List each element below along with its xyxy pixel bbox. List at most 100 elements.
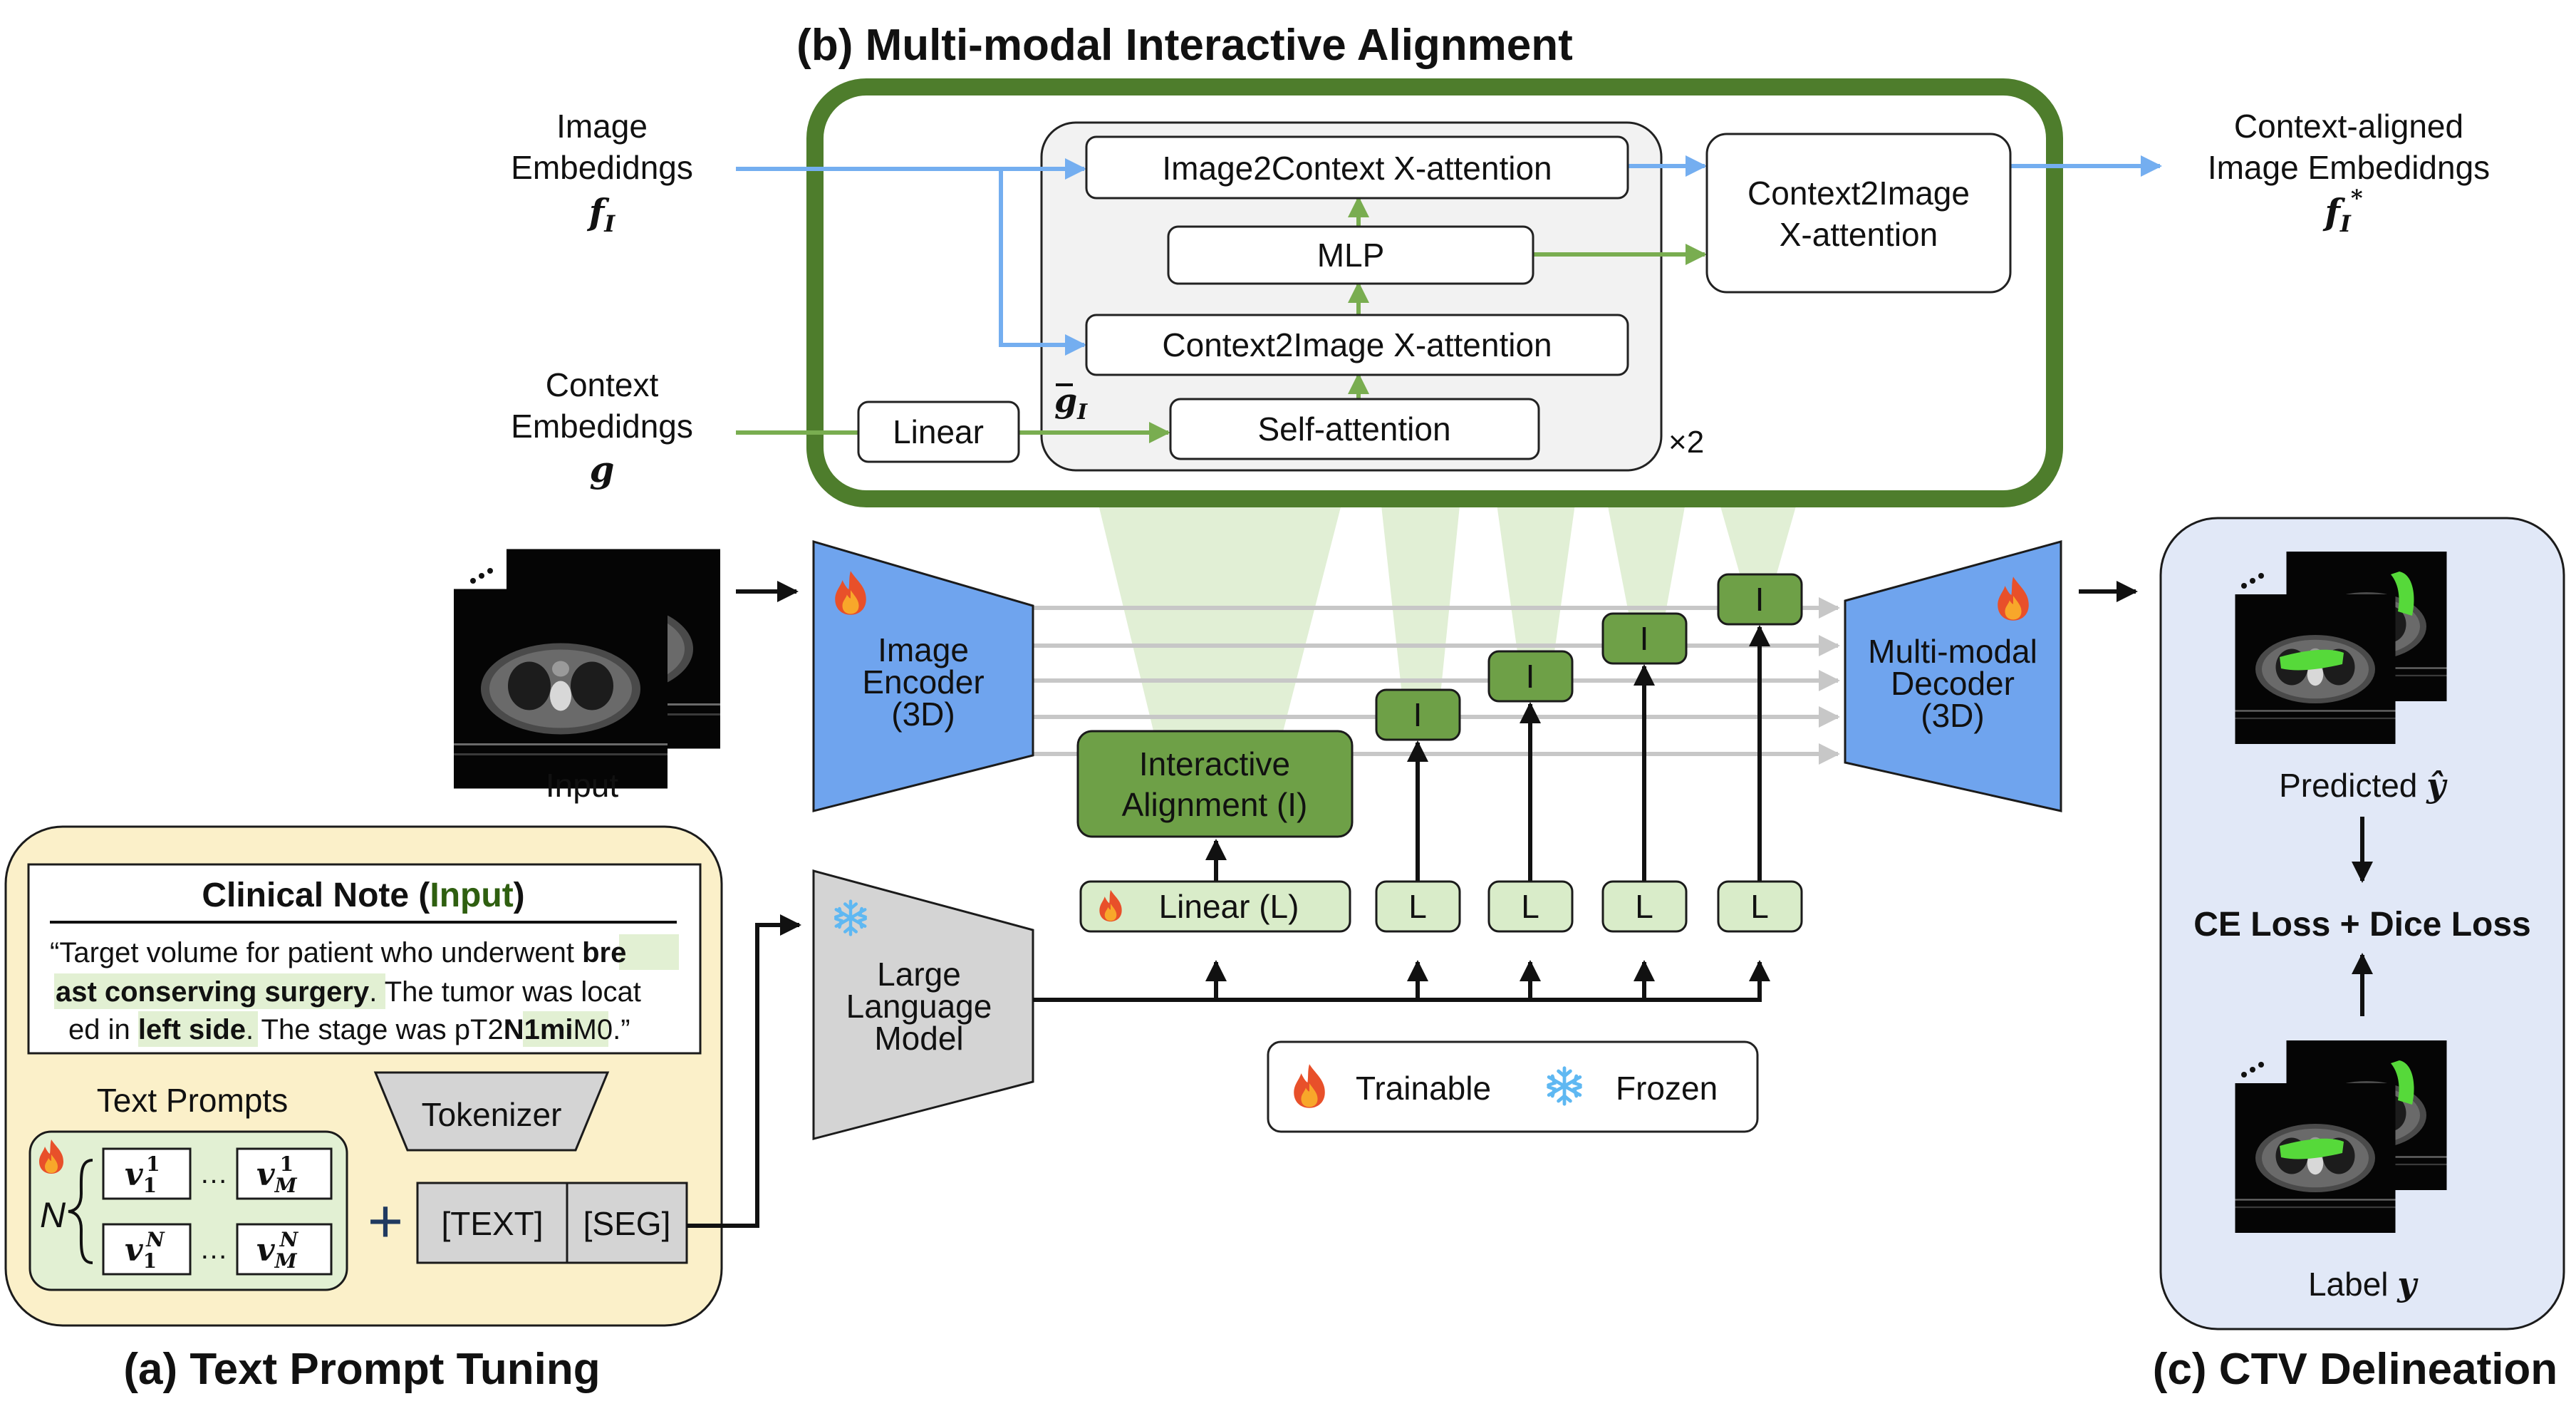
svg-text:Embedidngs: Embedidngs	[511, 149, 693, 186]
svg-text:Embedidngs: Embedidngs	[511, 408, 693, 445]
clinical-note-line-3: ed in left side. The stage was pT2N1miM0…	[68, 1014, 630, 1045]
image-encoder: Image Encoder (3D)	[812, 539, 1034, 812]
title-a: (a) Text Prompt Tuning	[123, 1345, 600, 1394]
title-c: (c) CTV Delineation	[2153, 1345, 2557, 1394]
svg-text:Linear (L): Linear (L)	[1159, 888, 1299, 925]
llm-to-alignment-connectors	[1033, 625, 1770, 1002]
svg-text:Model: Model	[874, 1020, 963, 1057]
prompt-token-v1-1: v11	[102, 1147, 192, 1200]
svg-text:I: I	[1755, 581, 1765, 618]
svg-text:Context-aligned: Context-aligned	[2234, 108, 2463, 145]
svg-text:L: L	[1408, 888, 1427, 925]
clinical-note-line-2: ast conserving surgery. The tumor was lo…	[56, 976, 641, 1008]
prompt-token-vn-1: v1N	[102, 1223, 192, 1276]
label-ct-slices	[2234, 1040, 2448, 1233]
clinical-note-title: Clinical Note (Input)	[202, 877, 524, 914]
svg-text:[SEG]: [SEG]	[583, 1205, 671, 1242]
g-bar-label: gI	[1054, 381, 1088, 425]
svg-text:Context2Image: Context2Image	[1747, 175, 1970, 212]
svg-text:Image2Context X-attention: Image2Context X-attention	[1162, 150, 1552, 187]
svg-text:L: L	[1521, 888, 1539, 925]
svg-text:[TEXT]: [TEXT]	[441, 1205, 543, 1242]
svg-text:Frozen: Frozen	[1616, 1070, 1718, 1107]
image-embeddings-label: Image Embedidngs fI	[511, 108, 693, 237]
repeat-label: ×2	[1668, 425, 1704, 460]
l-box: L	[1487, 880, 1574, 933]
mlp-box: MLP	[1167, 225, 1534, 285]
svg-text:I: I	[1640, 620, 1649, 657]
predicted-ct-slices	[2234, 552, 2448, 744]
svg-text:Language: Language	[846, 988, 992, 1025]
clinical-note-line-1: “Target volume for patient who underwent…	[50, 937, 626, 968]
input-ct-slices	[454, 547, 720, 790]
multimodal-decoder: Multi-modal Decoder (3D)	[1844, 540, 2062, 812]
i-box: I	[1375, 688, 1461, 741]
svg-text:(3D): (3D)	[891, 696, 955, 733]
loss-label: CE Loss + Dice Loss	[2193, 906, 2531, 944]
svg-text:Alignment (I): Alignment (I)	[1122, 786, 1308, 823]
tokenizer-block: Tokenizer	[373, 1071, 610, 1152]
ellipsis: …	[199, 1234, 228, 1265]
svg-text:MLP: MLP	[1317, 237, 1385, 274]
context2image-outer-box: Context2Image X-attention	[1705, 133, 2012, 294]
i-box: I	[1601, 612, 1688, 665]
context2image-inner-box: Context2Image X-attention	[1085, 314, 1629, 376]
aligned-embeddings-label: Context-aligned Image Embedidngs fI*	[2208, 108, 2490, 237]
image2context-box: Image2Context X-attention	[1085, 135, 1629, 200]
l-box: L	[1601, 880, 1688, 933]
svg-text:Context: Context	[546, 366, 659, 403]
ellipsis: …	[199, 1158, 228, 1189]
text-prompts-label: Text Prompts	[97, 1082, 288, 1119]
i-box: I	[1487, 650, 1574, 703]
svg-text:Decoder: Decoder	[1891, 665, 2015, 702]
label-label: Label y	[2308, 1265, 2419, 1303]
svg-text:Image: Image	[556, 108, 648, 145]
svg-text:Image: Image	[878, 631, 969, 668]
interactive-alignment-box: Interactive Alignment (I)	[1076, 730, 1354, 838]
predicted-label: Predicted ŷ	[2279, 766, 2448, 805]
svg-text:Tokenizer: Tokenizer	[422, 1096, 562, 1133]
title-b: (b) Multi-modal Interactive Alignment	[796, 21, 1573, 70]
linear-l-box: Linear (L)	[1079, 880, 1351, 933]
svg-text:Large: Large	[877, 956, 961, 993]
input-label: Input	[546, 767, 619, 804]
svg-text:(3D): (3D)	[1921, 697, 1984, 734]
l-box: L	[1375, 880, 1461, 933]
svg-text:Multi-modal: Multi-modal	[1868, 633, 2037, 670]
legend: Trainable Frozen	[1267, 1040, 1759, 1133]
svg-text:L: L	[1635, 888, 1653, 925]
image-embedding-arrows	[736, 155, 2162, 356]
i-box: I	[1717, 573, 1803, 626]
context-embeddings-label: Context Embedidngs g	[511, 366, 693, 490]
l-box: L	[1717, 880, 1803, 933]
svg-text:v11: v11	[125, 1152, 160, 1197]
tokens-to-llm-arrow	[687, 914, 801, 1228]
svg-text:I: I	[1413, 696, 1423, 733]
svg-text:Self-attention: Self-attention	[1257, 410, 1450, 448]
plus-sign: +	[368, 1187, 403, 1256]
svg-text:Trainable: Trainable	[1356, 1070, 1491, 1107]
svg-text:g: g	[590, 448, 615, 490]
svg-text:I: I	[1526, 658, 1535, 695]
svg-text:L: L	[1750, 888, 1769, 925]
svg-text:Encoder: Encoder	[862, 663, 984, 701]
svg-text:vMN: vMN	[256, 1228, 299, 1273]
svg-text:fI: fI	[587, 191, 616, 237]
svg-text:X-attention: X-attention	[1780, 216, 1938, 253]
clinical-note-highlights	[54, 934, 679, 1047]
svg-text:Context2Image X-attention: Context2Image X-attention	[1162, 326, 1552, 363]
svg-text:Image Embedidngs: Image Embedidngs	[2208, 149, 2490, 186]
svg-text:fI*: fI*	[2322, 185, 2362, 237]
large-language-model: Large Language Model	[812, 869, 1034, 1140]
svg-text:v1N: v1N	[125, 1228, 165, 1273]
text-seg-tokens: [TEXT] [SEG]	[416, 1182, 688, 1264]
prompt-token-vn-m: vMN	[236, 1223, 333, 1276]
n-label: N	[40, 1195, 66, 1235]
n-brace	[68, 1159, 93, 1264]
prompt-token-v1-m: vM1	[236, 1147, 333, 1200]
svg-text:vM1: vM1	[256, 1152, 298, 1197]
linear-box: Linear	[857, 400, 1020, 463]
svg-text:Interactive: Interactive	[1139, 745, 1290, 782]
self-attention-box: Self-attention	[1169, 398, 1540, 460]
